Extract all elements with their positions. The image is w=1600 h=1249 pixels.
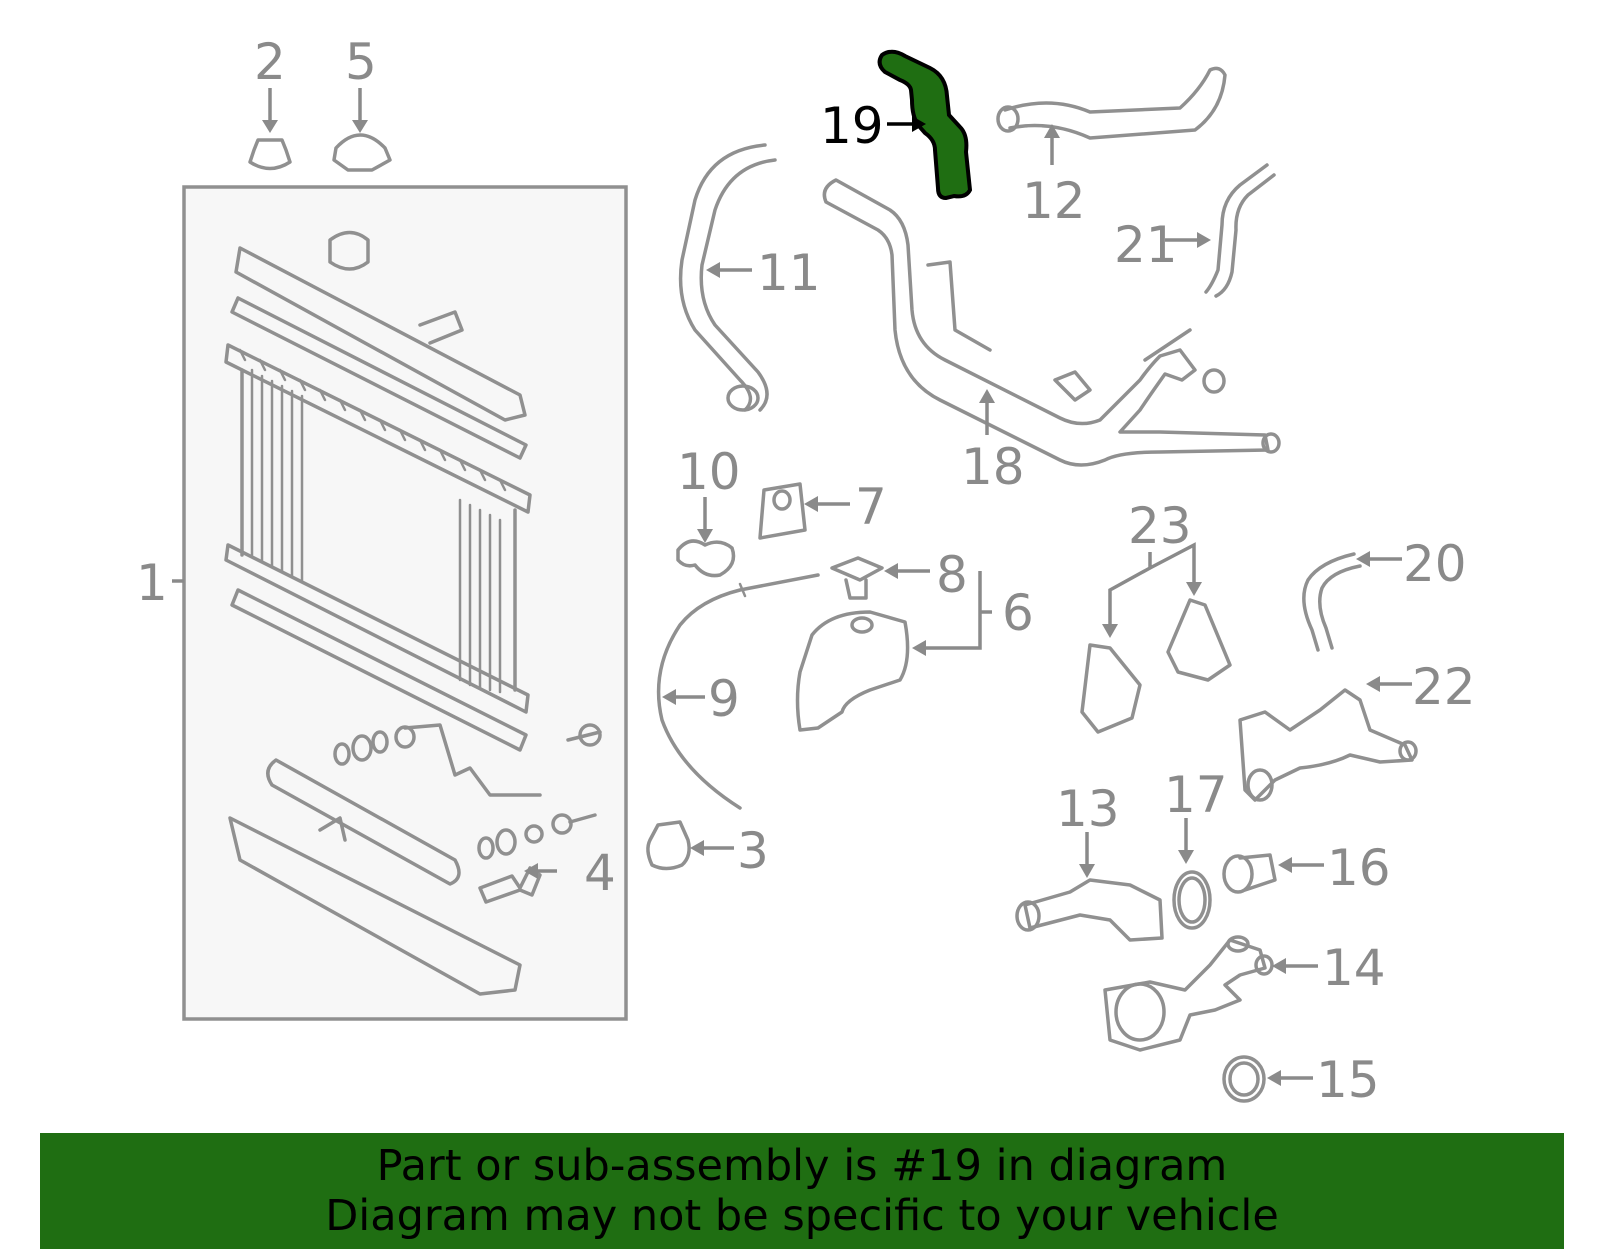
info-banner: Part or sub-assembly is #19 in diagram D… — [40, 1133, 1564, 1249]
callout-9: 9 — [708, 670, 740, 728]
callout-23: 23 — [1128, 497, 1192, 555]
callout-18: 18 — [961, 438, 1025, 496]
radiator-hose-12[interactable] — [996, 66, 1227, 140]
callout-3: 3 — [737, 822, 769, 880]
callout-labels: 1 2 3 4 5 6 7 8 9 10 11 12 13 14 15 16 1… — [136, 33, 1476, 1109]
drain-cock[interactable] — [478, 866, 542, 904]
callout-7: 7 — [855, 478, 887, 536]
o-ring-17[interactable] — [1172, 870, 1212, 930]
thermostat-16[interactable] — [1222, 853, 1277, 894]
radiator-plug[interactable] — [248, 138, 292, 171]
bracket-7[interactable] — [758, 482, 807, 540]
o-ring-15[interactable] — [1222, 1055, 1266, 1103]
callout-14: 14 — [1322, 939, 1386, 997]
leader-lines — [172, 88, 1412, 1086]
callout-22: 22 — [1412, 658, 1476, 716]
callout-6: 6 — [1002, 584, 1034, 642]
callout-15: 15 — [1316, 1051, 1380, 1109]
callout-20: 20 — [1403, 535, 1467, 593]
washers — [333, 725, 573, 860]
water-pipe-18[interactable] — [822, 178, 1281, 467]
callout-17: 17 — [1164, 766, 1228, 824]
reservoir-tank-6[interactable] — [795, 610, 910, 732]
callout-1: 1 — [136, 554, 168, 612]
water-outlet-13[interactable] — [1015, 878, 1164, 942]
callout-5: 5 — [345, 33, 377, 91]
hose-21[interactable] — [1204, 163, 1276, 298]
callout-11: 11 — [757, 244, 821, 302]
radiator-cap[interactable] — [332, 133, 392, 172]
water-inlet-22[interactable] — [1238, 688, 1418, 802]
callout-16: 16 — [1327, 839, 1391, 897]
radiator-hose-11[interactable] — [678, 143, 777, 412]
clip-10[interactable] — [676, 539, 736, 578]
reservoir-cap-8[interactable] — [830, 556, 884, 600]
thermostat-housing-14[interactable] — [1103, 935, 1274, 1052]
banner-line-2: Diagram may not be specific to your vehi… — [325, 1191, 1279, 1241]
callout-19: 19 — [820, 97, 884, 155]
radiator-assembly[interactable] — [182, 185, 628, 1021]
callout-2: 2 — [254, 33, 286, 91]
water-bypass-hose-19[interactable] — [877, 49, 973, 201]
callout-12: 12 — [1022, 172, 1086, 230]
callout-21: 21 — [1114, 216, 1178, 274]
callout-10: 10 — [677, 443, 741, 501]
callout-13: 13 — [1056, 780, 1120, 838]
callout-4: 4 — [584, 844, 616, 902]
bypass-hose-20[interactable] — [1302, 552, 1362, 652]
mount-3[interactable] — [646, 820, 691, 871]
callout-8: 8 — [936, 546, 968, 604]
banner-line-1: Part or sub-assembly is #19 in diagram — [376, 1141, 1228, 1191]
gaskets-23[interactable] — [1080, 598, 1232, 734]
overflow-hose-9[interactable] — [656, 573, 820, 810]
radiator-fins — [238, 348, 507, 694]
